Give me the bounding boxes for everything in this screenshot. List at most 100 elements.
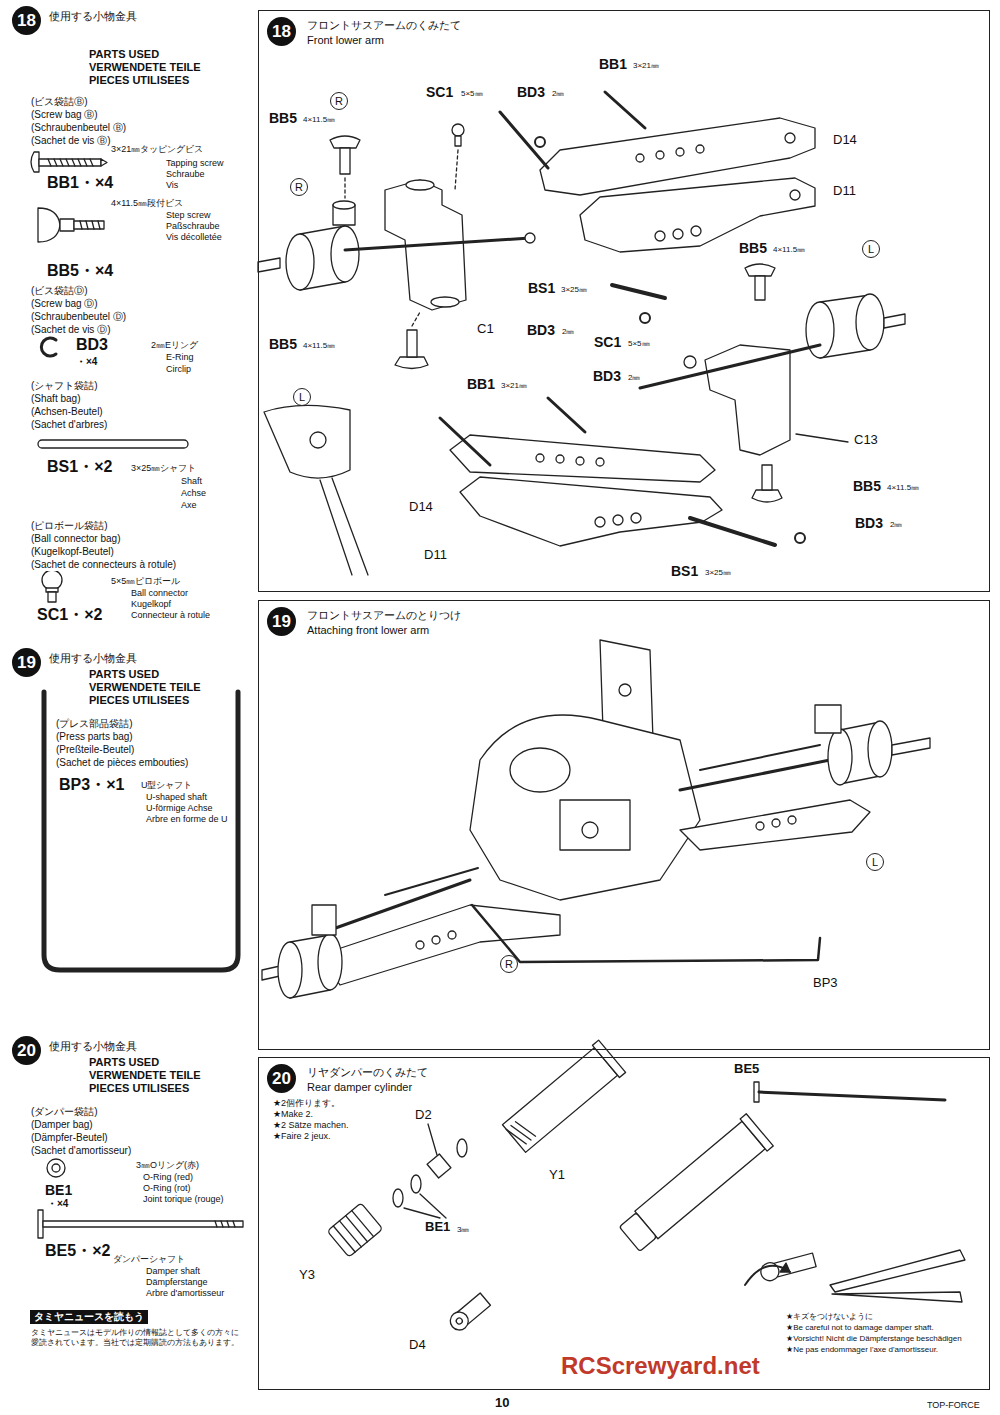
arm-left-assembled [788, 816, 796, 824]
label-text: 5×5㎜ [627, 339, 651, 348]
d4-rod-end [447, 1308, 472, 1333]
step-title: フロントサスアームのとりつけ [307, 609, 461, 622]
label-text: (Press parts bag) [55, 731, 134, 743]
c13-carrier [640, 345, 820, 388]
turn-arrow [780, 1263, 790, 1272]
label-text: Shaft [180, 476, 203, 486]
step-screw [38, 208, 104, 242]
part-code: VERWENDETE TEILE [88, 61, 202, 74]
damper-shaft [43, 1221, 243, 1227]
label-text: ダンパーシャフト [112, 1254, 186, 1264]
c1-carrier [406, 180, 434, 190]
d14-arm-upper [785, 133, 795, 143]
label-text: Tapping screw [165, 158, 225, 168]
y1-cylinder [506, 1118, 535, 1148]
part-code: PARTS USED [88, 48, 160, 61]
arm-left-assembled [772, 819, 780, 827]
d11-arm-upper [691, 226, 701, 236]
d11-arm-lower [613, 515, 623, 525]
d4-rod-end [447, 1292, 492, 1333]
label-text: 2㎜ [889, 520, 903, 529]
tapping-screw-lower [548, 398, 585, 432]
knuckle-right-assembled [318, 934, 342, 990]
dogbone-rod [345, 233, 535, 250]
label-text: 使用する小物金具 [48, 10, 138, 23]
d14-arm-upper [696, 145, 704, 153]
label-text: 使用する小物金具 [48, 652, 138, 665]
step-screw-upper [340, 148, 350, 174]
ball-connector [42, 570, 62, 590]
part-code: BE5 [733, 1062, 760, 1077]
knuckle-left-assembled [892, 738, 930, 755]
label-text: (Damper bag) [30, 1119, 94, 1131]
d11-arm-lower [460, 477, 722, 546]
damper-shaft [38, 1210, 43, 1238]
gearbox-assembly [470, 640, 700, 900]
d11-arm-upper [655, 231, 665, 241]
label-text: (Preßteile-Beutel) [55, 744, 135, 756]
label-text: 3×25㎜シャフト [130, 463, 197, 473]
ball-connector [42, 570, 62, 602]
pliers-inset [320, 478, 368, 575]
part-code: BS1 [670, 563, 699, 579]
front-knuckle-right [286, 234, 314, 290]
label-text: 3×21㎜ [632, 61, 660, 70]
part-code: BP3・×1 [58, 776, 125, 794]
label-text: (Sachet de pièces embouties) [55, 757, 189, 769]
label-text: ★Ne pas endommager l'axe d'amortisseur. [785, 1345, 939, 1354]
arm-left-assembled [756, 822, 764, 830]
ball-connector-upper [452, 124, 464, 136]
d11-arm-upper [673, 229, 683, 239]
damper-shaft [38, 1210, 243, 1238]
side-marker: R [330, 92, 348, 110]
note-text: タミヤニュースはモデル作りの情報誌として多くの方々に愛読されています。当社では定… [30, 1328, 242, 1348]
u-shaft-assembled [472, 905, 820, 962]
pliers-inset [310, 432, 326, 448]
d2-spacer [427, 1154, 451, 1178]
label-text: U-förmige Achse [145, 803, 214, 813]
damper-shaft [215, 1221, 235, 1227]
knuckle-left-assembled [828, 729, 852, 785]
y1-cylinder [502, 1048, 617, 1153]
label-text: (Schraubenbeutel Ⓓ) [30, 311, 127, 323]
label-text: 3×25㎜ [704, 568, 732, 577]
label-text: O-Ring (red) [142, 1172, 194, 1182]
label-text: 4×11.5㎜段付ビス [110, 198, 184, 208]
part-code: 10 [494, 1396, 510, 1411]
watermark: RCScrewyard.net [560, 1352, 761, 1380]
cylinder-assembled [616, 1114, 773, 1255]
ball-connector-upper [452, 124, 464, 190]
part-code: BB5 [268, 336, 298, 352]
u-shaped-shaft [44, 692, 238, 970]
leader-line [428, 1124, 437, 1155]
part-code: VERWENDETE TEILE [88, 681, 202, 694]
ball-connector-upper [455, 136, 461, 146]
label-text: ★Faire 2 jeux. [272, 1131, 332, 1141]
step-screw [38, 208, 60, 242]
y3-cap [327, 1203, 383, 1257]
ball-connector [48, 592, 56, 602]
front-knuckle-right [258, 258, 280, 272]
knuckle-left-assembled [815, 705, 930, 785]
label-text: 3㎜Oリング(赤) [135, 1160, 200, 1170]
part-code: BS1・×2 [46, 458, 113, 476]
label-text: Arbre d'amortisseur [145, 1288, 225, 1298]
knuckle-left-assembled [868, 721, 892, 777]
arm-right-assembled [385, 868, 478, 895]
label-text: ★Be careful not to damage damper shaft. [785, 1323, 935, 1332]
step-screw-left [745, 264, 775, 276]
label-text: D11 [423, 548, 448, 563]
label-text: (プレス部品袋詰) [55, 718, 134, 730]
label-text: Joint torique (rouge) [142, 1194, 225, 1204]
label-text: (Sachet d'amortisseur) [30, 1145, 132, 1157]
o-rings-exploded [404, 1208, 440, 1218]
label-text: 2㎜ [561, 327, 575, 336]
label-text: Circlip [165, 364, 192, 374]
label-text: D11 [832, 184, 857, 199]
o-rings-exploded [393, 1189, 403, 1207]
label-text: (Dämpfer-Beutel) [30, 1132, 109, 1144]
label-text: Ball connector [130, 588, 189, 598]
step-screw [60, 219, 74, 231]
step-screw [80, 221, 100, 229]
front-knuckle-left [856, 294, 884, 350]
